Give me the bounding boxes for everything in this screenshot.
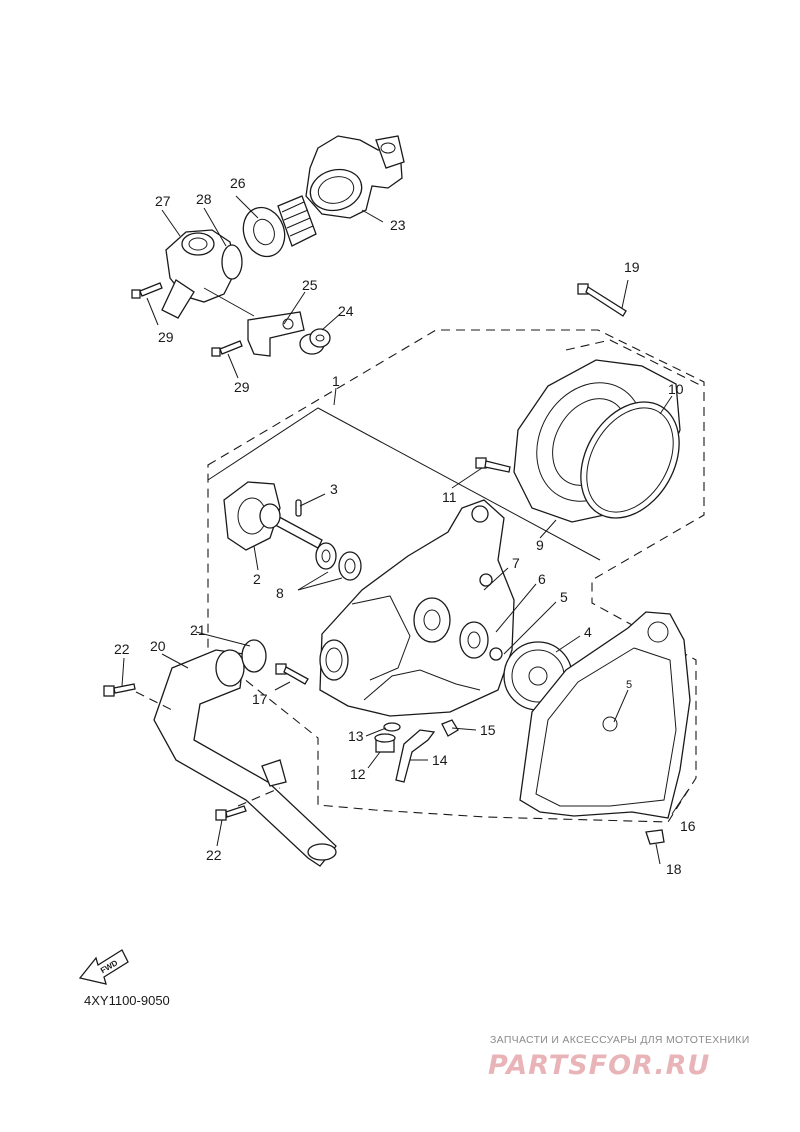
- label-20: 20: [150, 638, 166, 654]
- label-29-lower: 29: [234, 379, 250, 395]
- label-17: 17: [252, 691, 268, 707]
- impeller-shaft: [223, 481, 323, 551]
- pin: [295, 499, 302, 517]
- side-cover-gasket: [519, 611, 691, 819]
- thermostat-cover: [305, 135, 405, 219]
- label-4: 4: [584, 624, 592, 640]
- drawing-code: 4XY1100-9050: [84, 993, 170, 1008]
- bolt-29-lower: [211, 340, 243, 357]
- label-8: 8: [276, 585, 284, 601]
- label-5-secondary: 5: [626, 679, 632, 691]
- label-19: 19: [624, 259, 640, 275]
- label-24: 24: [338, 303, 354, 319]
- label-11: 11: [442, 489, 457, 505]
- watermark-logo: PARTSFOR.RU: [488, 1050, 711, 1081]
- thermostat-housing: [161, 229, 243, 319]
- label-18: 18: [666, 861, 682, 877]
- bracket: [203, 287, 305, 357]
- label-21: 21: [190, 622, 206, 638]
- pump-housing: [319, 499, 515, 717]
- label-27: 27: [155, 193, 171, 209]
- label-2: 2: [253, 571, 261, 587]
- pipe-o-ring: [241, 639, 267, 673]
- pump-cover: [513, 359, 681, 523]
- hose: [395, 729, 436, 783]
- bolt-11: [475, 457, 511, 473]
- label-22-upper: 22: [114, 641, 130, 657]
- bolt-22-lower: [215, 805, 247, 821]
- label-7: 7: [512, 555, 520, 571]
- label-28: 28: [196, 191, 212, 207]
- label-14: 14: [432, 752, 448, 768]
- washer: [383, 722, 401, 732]
- water-pipe: [153, 649, 337, 867]
- grommet: [299, 328, 331, 355]
- label-29-upper: 29: [158, 329, 174, 345]
- plug: [645, 829, 665, 845]
- leader-lines: [121, 195, 689, 865]
- drain-plug: [374, 733, 396, 753]
- bolt-17: [275, 663, 309, 685]
- bolt-22-upper: [103, 683, 136, 697]
- label-10: 10: [668, 381, 684, 397]
- label-13: 13: [348, 728, 364, 744]
- label-9: 9: [536, 537, 544, 553]
- hose-fitting: [441, 719, 459, 737]
- assembly-outline: [207, 329, 705, 823]
- label-12: 12: [350, 766, 366, 782]
- fwd-arrow: FWD: [78, 949, 129, 985]
- bolt-29-upper: [131, 282, 163, 299]
- label-26: 26: [230, 175, 246, 191]
- label-3: 3: [330, 481, 338, 497]
- label-1: 1: [332, 373, 340, 389]
- label-5: 5: [560, 589, 568, 605]
- bolt-19: [577, 283, 627, 317]
- label-15: 15: [480, 722, 496, 738]
- label-16: 16: [680, 818, 696, 834]
- oil-seals: [315, 542, 362, 581]
- label-6: 6: [538, 571, 546, 587]
- callout-labels: 1 2 3 4 5 5 6 7 8 9 10 11 12 13 14 15 16…: [114, 175, 696, 877]
- label-22-lower: 22: [206, 847, 222, 863]
- watermark-tagline: ЗАПЧАСТИ И АКСЕССУАРЫ ДЛЯ МОТОТЕХНИКИ: [490, 1034, 750, 1046]
- label-23: 23: [390, 217, 406, 233]
- thermostat: [242, 195, 317, 258]
- label-25: 25: [302, 277, 318, 293]
